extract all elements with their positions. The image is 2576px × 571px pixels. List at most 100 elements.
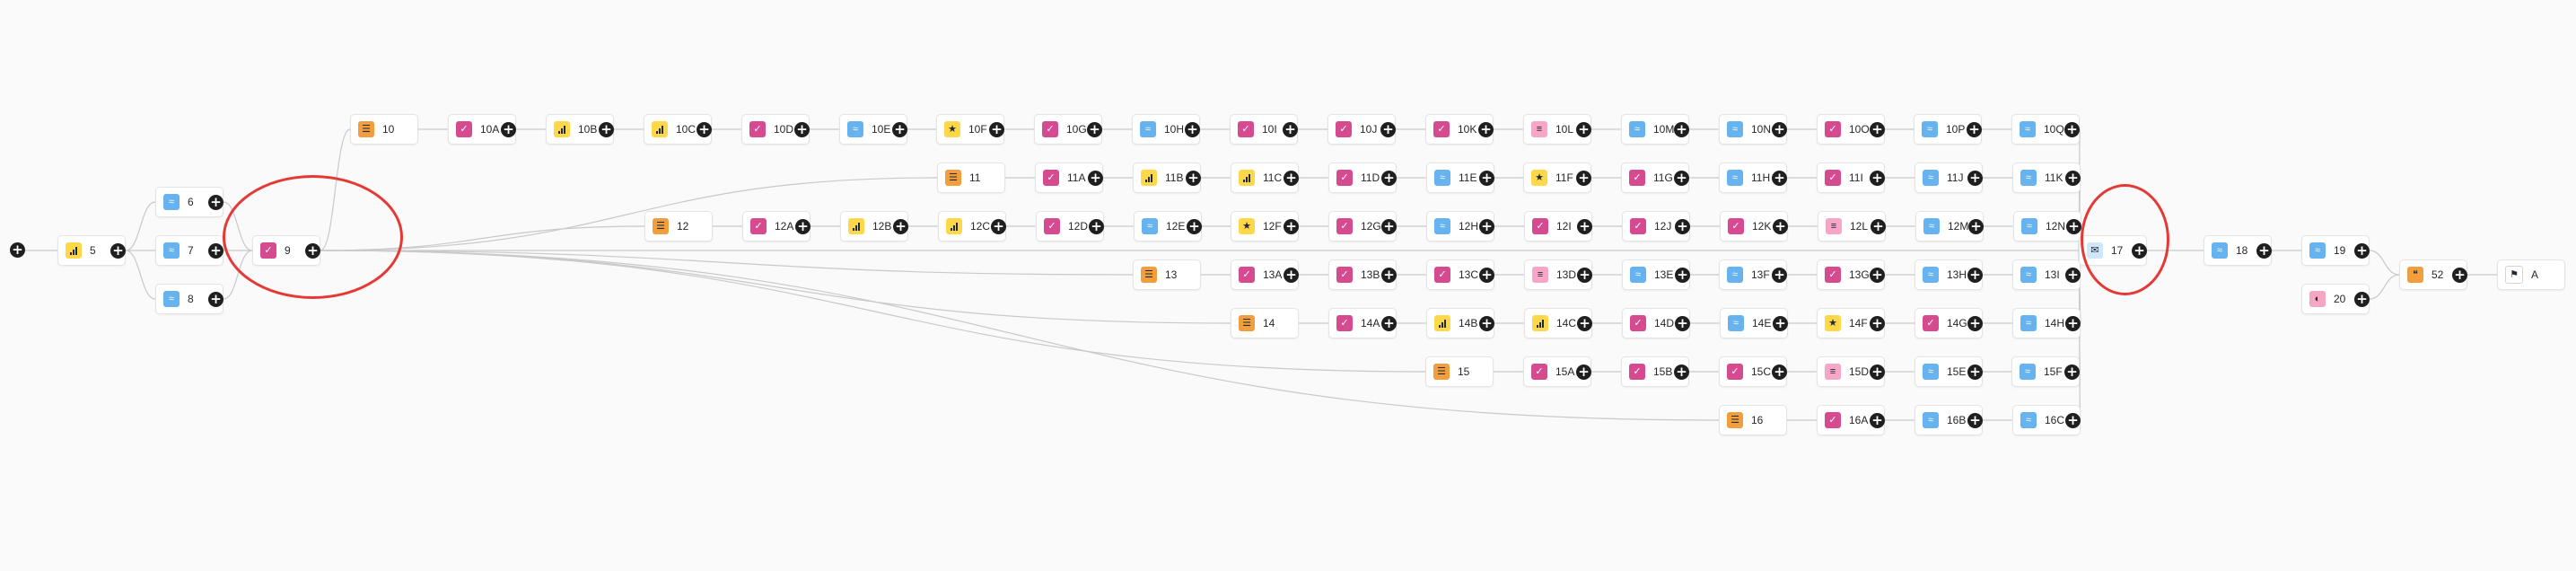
workflow-node-13c[interactable]: ✓13C [1426, 259, 1494, 290]
add-step-button[interactable]: + [2065, 412, 2081, 428]
add-step-button[interactable]: + [2065, 170, 2081, 186]
add-step-button[interactable]: + [2452, 267, 2467, 283]
add-step-button[interactable]: + [2064, 121, 2080, 137]
workflow-node-15a[interactable]: ✓15A [1523, 356, 1591, 387]
workflow-node-11[interactable]: ☰11 [937, 163, 1005, 193]
add-step-button[interactable]: + [1576, 170, 1591, 186]
add-step-button[interactable]: + [2065, 315, 2081, 331]
add-step-button[interactable]: + [1870, 364, 1885, 380]
add-step-button[interactable]: + [1381, 218, 1397, 234]
add-step-button[interactable]: + [2132, 242, 2147, 259]
add-step-button[interactable]: + [1772, 364, 1787, 380]
workflow-node-10d[interactable]: ✓10D [741, 114, 810, 145]
workflow-node-11f[interactable]: ★11F [1523, 163, 1591, 193]
add-step-button[interactable]: + [1967, 364, 1983, 380]
add-step-button[interactable]: + [1674, 170, 1689, 186]
add-step-button[interactable]: + [2066, 218, 2081, 234]
workflow-node-10b[interactable]: 10B [546, 114, 614, 145]
add-step-button[interactable]: + [1870, 121, 1885, 137]
workflow-node-15e[interactable]: ≈15E [1914, 356, 1983, 387]
add-step-button[interactable]: + [1479, 315, 1494, 331]
add-step-button[interactable]: + [1479, 218, 1494, 234]
workflow-node-11k[interactable]: ≈11K [2012, 163, 2081, 193]
add-step-button[interactable]: + [1674, 364, 1689, 380]
add-step-button[interactable]: + [1870, 315, 1885, 331]
workflow-node-10[interactable]: ☰10 [350, 114, 418, 145]
workflow-node-17[interactable]: ✉17 [2079, 235, 2147, 266]
add-step-button[interactable]: + [1284, 267, 1299, 283]
workflow-node-16[interactable]: ☰16 [1719, 405, 1787, 435]
add-step-button[interactable]: + [208, 194, 223, 210]
add-step-button[interactable]: + [2065, 267, 2081, 283]
add-step-button[interactable]: + [208, 242, 223, 259]
add-step-button[interactable]: + [1773, 315, 1788, 331]
add-step-button[interactable]: + [1576, 364, 1591, 380]
add-step-button[interactable]: + [110, 242, 126, 259]
add-step-button[interactable]: + [794, 121, 810, 137]
add-step-button[interactable]: + [1284, 170, 1299, 186]
add-step-button[interactable]: + [1871, 218, 1886, 234]
workflow-node-11d[interactable]: ✓11D [1328, 163, 1397, 193]
add-step-button[interactable]: + [2354, 242, 2370, 259]
workflow-node-15[interactable]: ☰15 [1425, 356, 1494, 387]
add-step-button[interactable]: + [1186, 170, 1201, 186]
workflow-node-14[interactable]: ☰14 [1231, 308, 1299, 338]
add-step-button[interactable]: + [1772, 121, 1787, 137]
workflow-node-6[interactable]: ≈6 [155, 187, 223, 217]
add-step-button[interactable]: + [893, 218, 908, 234]
add-icon[interactable]: + [10, 242, 25, 258]
add-step-button[interactable]: + [1967, 170, 1983, 186]
add-step-button[interactable]: + [795, 218, 810, 234]
workflow-node-13[interactable]: ☰13 [1133, 259, 1201, 290]
workflow-node-14g[interactable]: ✓14G [1914, 308, 1983, 338]
add-step-button[interactable]: + [1381, 267, 1397, 283]
add-step-button[interactable]: + [208, 291, 223, 307]
add-step-button[interactable]: + [1577, 218, 1592, 234]
add-step-button[interactable]: + [1381, 170, 1397, 186]
add-step-button[interactable]: + [1674, 121, 1689, 137]
workflow-node-13d[interactable]: ≡13D [1524, 259, 1592, 290]
add-step-button[interactable]: + [1185, 121, 1200, 137]
add-step-button[interactable]: + [1576, 121, 1591, 137]
add-step-button[interactable]: + [1380, 121, 1396, 137]
workflow-node-11c[interactable]: 11C [1231, 163, 1299, 193]
add-step-button[interactable]: + [1089, 218, 1104, 234]
workflow-node-13a[interactable]: ✓13A [1231, 259, 1299, 290]
add-step-button[interactable]: + [1284, 218, 1299, 234]
workflow-node-7[interactable]: ≈7 [155, 235, 223, 266]
add-step-button[interactable]: + [1283, 121, 1298, 137]
add-step-button[interactable]: + [697, 121, 712, 137]
add-step-button[interactable]: + [1577, 267, 1592, 283]
add-step-button[interactable]: + [305, 242, 320, 259]
add-step-button[interactable]: + [1478, 121, 1494, 137]
workflow-node-18[interactable]: ≈18 [2204, 235, 2272, 266]
workflow-node-11e[interactable]: ≈11E [1426, 163, 1494, 193]
add-step-button[interactable]: + [1870, 170, 1885, 186]
add-step-button[interactable]: + [599, 121, 614, 137]
add-step-button[interactable]: + [1577, 315, 1592, 331]
add-step-button[interactable]: + [1772, 267, 1787, 283]
workflow-node-12l[interactable]: ≡12L [1818, 211, 1886, 242]
add-step-button[interactable]: + [2354, 291, 2370, 307]
add-step-button[interactable]: + [892, 121, 907, 137]
add-step-button[interactable]: + [1087, 121, 1102, 137]
workflow-node-a[interactable]: ⚑A [2497, 259, 2565, 290]
add-step-button[interactable]: + [1479, 267, 1494, 283]
add-step-button[interactable]: + [501, 121, 516, 137]
add-step-button[interactable]: + [1968, 218, 1984, 234]
add-step-button[interactable]: + [1967, 267, 1983, 283]
add-step-button[interactable]: + [989, 121, 1004, 137]
add-step-button[interactable]: + [1187, 218, 1202, 234]
add-step-button[interactable]: + [1967, 121, 1982, 137]
workflow-node-10e[interactable]: ≈10E [839, 114, 907, 145]
add-step-button[interactable]: + [1675, 315, 1690, 331]
add-step-button[interactable]: + [1381, 315, 1397, 331]
workflow-node-13f[interactable]: ≈13F [1719, 259, 1787, 290]
add-step-button[interactable]: + [1967, 315, 1983, 331]
add-step-button[interactable]: + [1675, 218, 1690, 234]
add-step-button[interactable]: + [1773, 218, 1788, 234]
add-step-button[interactable]: + [2064, 364, 2080, 380]
add-step-button[interactable]: + [2256, 242, 2272, 259]
workflow-node-10g[interactable]: ✓10G [1034, 114, 1102, 145]
add-step-button[interactable]: + [1870, 412, 1885, 428]
